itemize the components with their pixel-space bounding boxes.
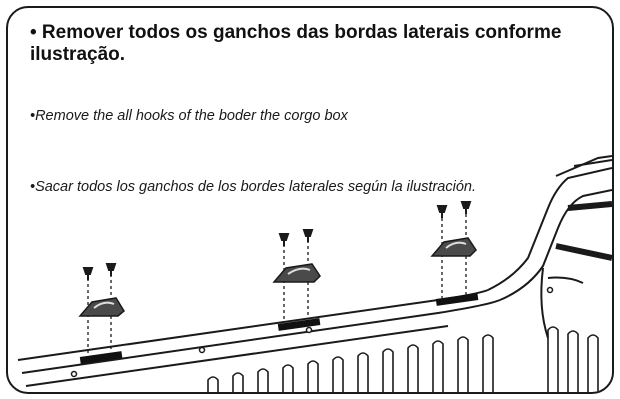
instruction-pt: • Remover todos os ganchos das bordas la… <box>30 22 562 65</box>
instruction-panel: • Remover todos os ganchos das bordas la… <box>6 6 614 394</box>
rail-holes <box>70 286 554 378</box>
instruction-es: •Sacar todos los ganchos de los bordes l… <box>30 179 476 195</box>
hook-3 <box>430 201 479 306</box>
bed-ribs <box>207 326 599 392</box>
hook-2 <box>272 229 321 331</box>
cargo-box-illustration <box>17 155 612 392</box>
instruction-en: •Remove the all hooks of the boder the c… <box>30 108 348 124</box>
hook-1 <box>78 263 125 364</box>
cargo-rail <box>17 155 612 387</box>
